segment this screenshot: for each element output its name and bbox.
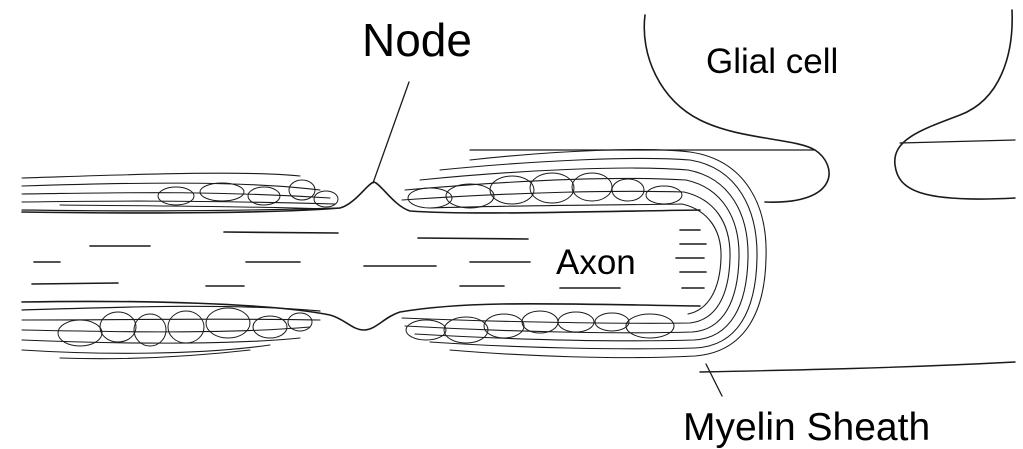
node-leader-line — [373, 82, 409, 183]
myelin-leader-line — [706, 364, 722, 396]
node-label: Node — [362, 14, 472, 66]
myelin-left-lower — [22, 306, 320, 358]
myelin-left-upper — [22, 173, 340, 211]
axon-label: Axon — [556, 243, 636, 282]
myelin-sheath-label: Myelin Sheath — [683, 406, 930, 449]
glial-cell-label: Glial cell — [706, 42, 838, 81]
